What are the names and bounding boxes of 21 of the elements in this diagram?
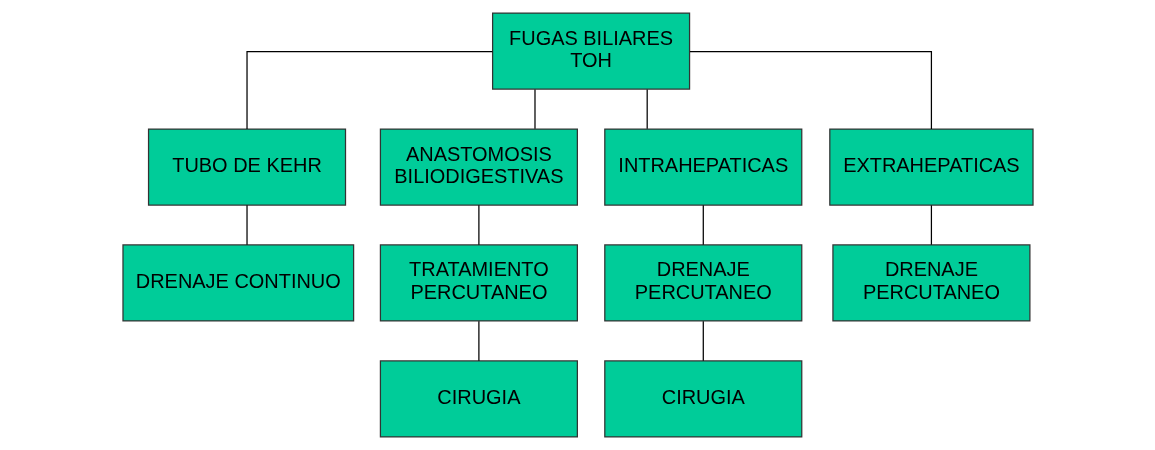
connector [533, 88, 536, 130]
node-box: ANASTOMOSIS BILIODIGESTIVAS [379, 128, 578, 206]
connector [930, 204, 932, 246]
node-box: TRATAMIENTO PERCUTANEO [379, 244, 578, 322]
connector [245, 51, 493, 130]
connector [477, 320, 479, 362]
connector [702, 204, 704, 246]
node-box: DRENAJE CONTINUO [121, 244, 354, 322]
connector [688, 51, 932, 130]
connector [477, 204, 479, 246]
node-box: EXTRAHEPATICAS [828, 128, 1034, 206]
node-box: DRENAJE PERCUTANEO [603, 244, 802, 322]
connector [245, 204, 248, 246]
node-box: TUBO DE KEHR [147, 128, 346, 206]
node-box: FUGAS BILIARES TOH [491, 12, 690, 90]
node-box: CIRUGIA [603, 360, 802, 438]
connector [646, 88, 648, 130]
node-box: CIRUGIA [379, 360, 578, 438]
node-box: INTRAHEPATICAS [603, 128, 802, 206]
node-box: DRENAJE PERCUTANEO [831, 244, 1031, 322]
connector [702, 320, 704, 362]
